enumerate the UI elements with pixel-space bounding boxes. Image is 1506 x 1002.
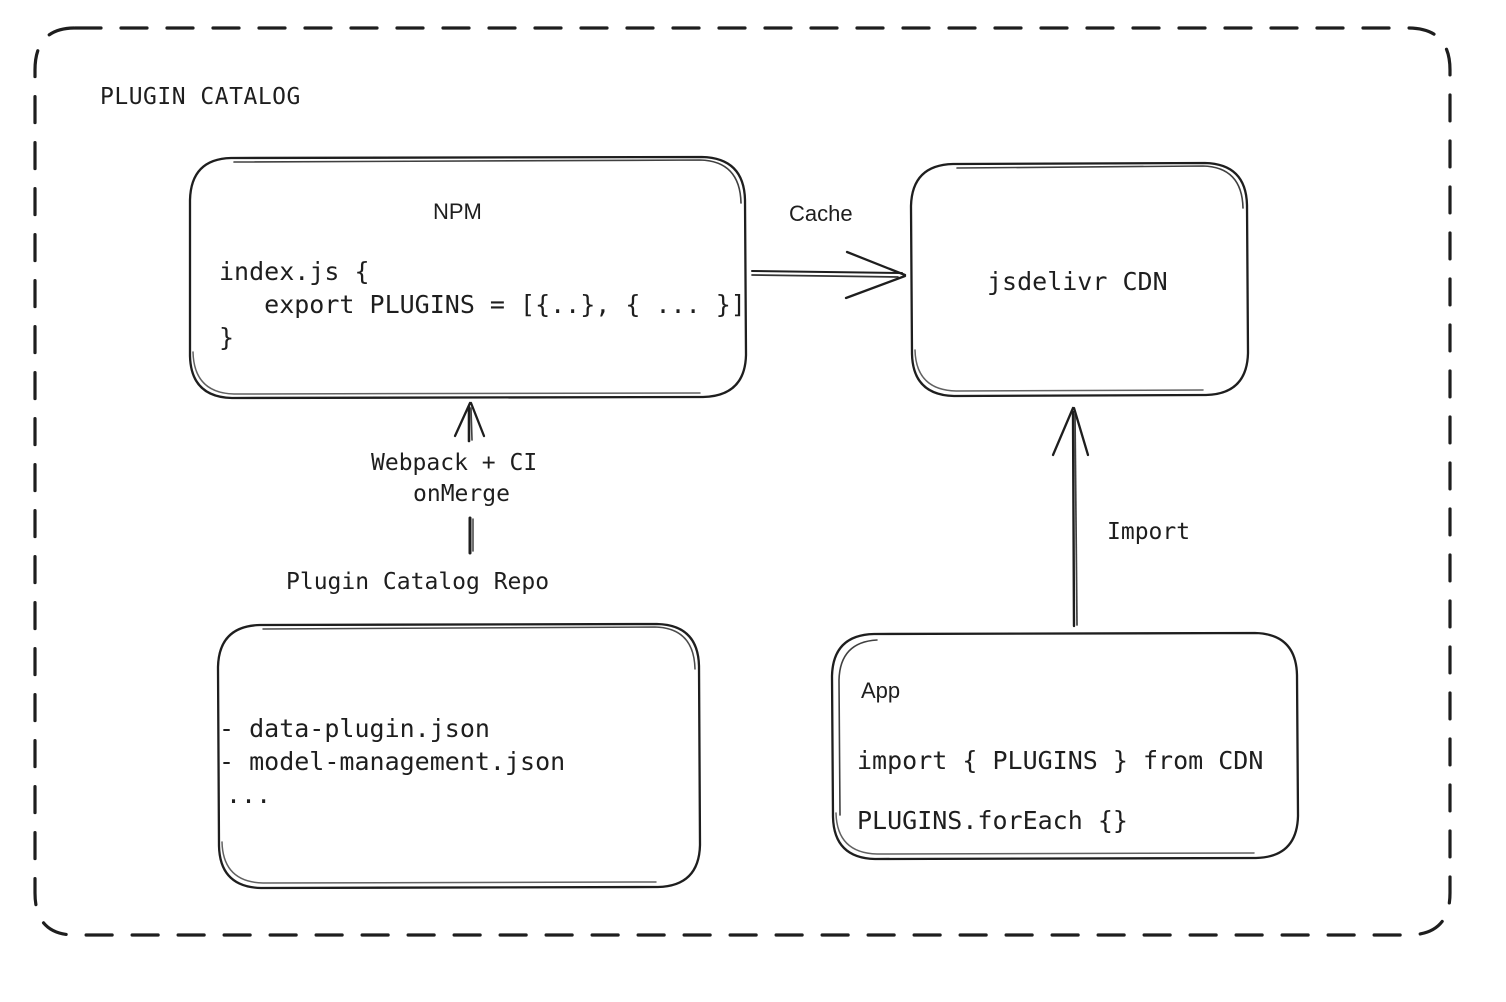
repo-file-item-3: ... [226,780,272,809]
app-code-line-2: PLUGINS.forEach {} [857,806,1128,835]
edge-npm-to-cdn [751,250,907,300]
app-node-box[interactable] [830,631,1300,861]
npm-code-line-3: } [219,323,235,352]
edge-app-to-cdn [1051,406,1090,628]
edge-repo-to-npm [453,401,486,555]
edge-label-onmerge: onMerge [413,481,510,507]
npm-node-box[interactable] [188,155,748,400]
repo-node-box[interactable] [216,622,702,890]
app-node-title: App [861,678,901,703]
repo-file-item-2: - model-management.json [219,747,566,776]
repo-file-item-1: - data-plugin.json [219,714,490,743]
cdn-node-box[interactable] [909,161,1250,398]
npm-node-title: NPM [433,199,482,224]
outer-container-border [33,26,1452,937]
app-code-line-1: import { PLUGINS } from CDN [857,746,1264,775]
edge-label-webpack-ci: Webpack + CI [371,450,538,476]
page-title: PLUGIN CATALOG [100,84,301,110]
edge-label-import: Import [1107,519,1191,545]
repo-caption: Plugin Catalog Repo [286,569,550,595]
npm-code-line-1: index.js { [219,257,370,286]
edge-label-cache: Cache [789,201,853,226]
cdn-node-title: jsdelivr CDN [987,267,1168,296]
npm-code-line-2: export PLUGINS = [{..}, { ... }] [219,290,746,319]
